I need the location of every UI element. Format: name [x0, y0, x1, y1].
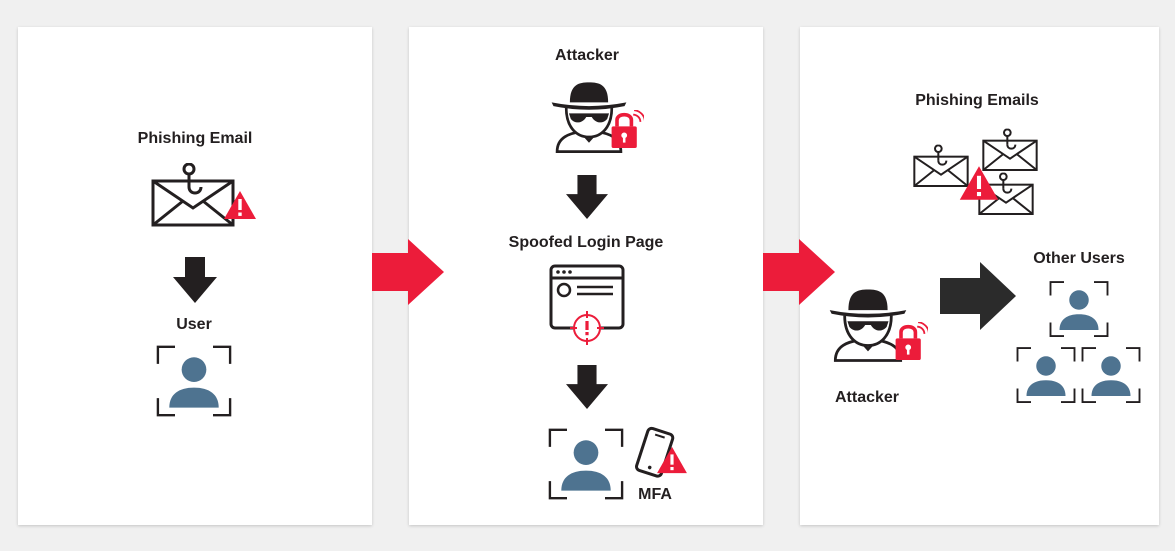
- other-users-label: Other Users: [1033, 250, 1125, 267]
- warning-icon: [223, 190, 257, 220]
- arrow-right-icon: [763, 239, 835, 305]
- warning-icon: [656, 446, 688, 474]
- user-icon: [1016, 346, 1076, 404]
- attacker-label: Attacker: [834, 389, 900, 406]
- user-label: User: [176, 316, 212, 333]
- arrow-down-icon: [566, 174, 608, 220]
- user-icon: [1081, 346, 1141, 404]
- spoofed-login-label: Spoofed Login Page: [508, 234, 664, 251]
- user-icon: [548, 427, 624, 501]
- attacker-label: Attacker: [554, 47, 620, 64]
- phishing-email-label: Phishing Email: [137, 130, 253, 147]
- arrow-down-icon: [566, 364, 608, 410]
- arrow-down-icon: [173, 257, 217, 303]
- mfa-label: MFA: [638, 486, 672, 503]
- user-icon: [1049, 280, 1109, 338]
- browser-window-icon: [549, 264, 625, 345]
- phishing-emails-label: Phishing Emails: [915, 92, 1039, 109]
- warning-icon: [958, 165, 1000, 201]
- lock-icon: [608, 110, 644, 150]
- user-icon: [156, 344, 232, 418]
- arrow-right-icon: [940, 262, 1016, 330]
- panel-spread: [800, 27, 1159, 525]
- lock-icon: [892, 322, 928, 362]
- arrow-right-icon: [372, 239, 444, 305]
